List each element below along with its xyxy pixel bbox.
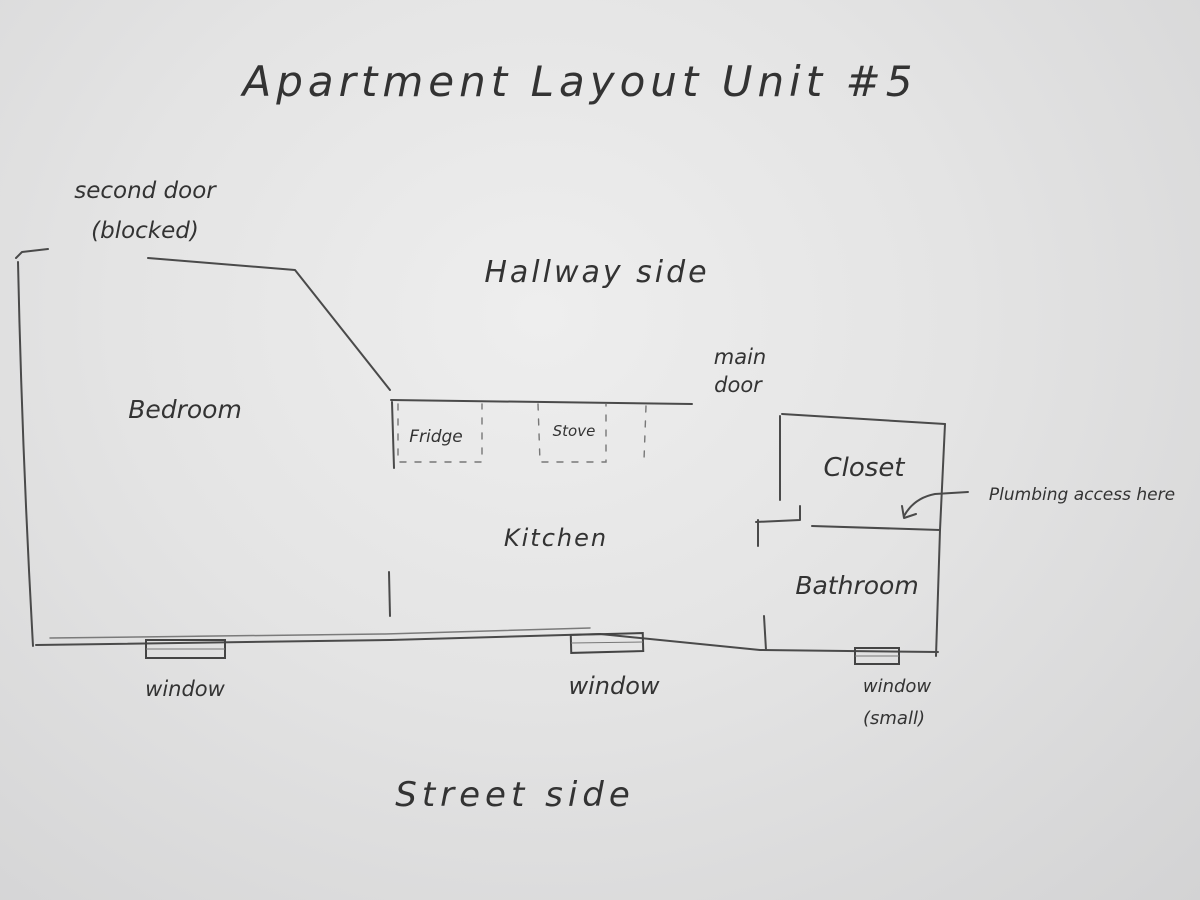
bathroom-window-size: (small) bbox=[863, 708, 925, 729]
room-kitchen: Kitchen bbox=[504, 524, 608, 552]
hallway-side-label: Hallway side bbox=[484, 255, 709, 290]
fixture-stove: Stove bbox=[553, 422, 596, 440]
room-bedroom: Bedroom bbox=[128, 395, 242, 424]
bedroom-window-label: window bbox=[145, 677, 225, 701]
plumbing-arrow-icon bbox=[901, 491, 969, 519]
bedroom-top-wall bbox=[147, 257, 391, 391]
bathroom-right-wall bbox=[935, 529, 941, 657]
closet-right-wall bbox=[939, 423, 946, 531]
fridge-outline bbox=[397, 403, 483, 463]
second-door-status: (blocked) bbox=[91, 218, 199, 244]
main-door-label: main bbox=[714, 345, 766, 369]
main-door-label-2: door bbox=[714, 373, 763, 397]
closet-top-wall bbox=[781, 413, 946, 425]
second-door-label: second door bbox=[74, 178, 217, 204]
bathroom-left-wall bbox=[763, 615, 767, 651]
page-title: Apartment Layout Unit #5 bbox=[240, 57, 918, 106]
closet-bottom-wall bbox=[811, 525, 941, 531]
bedroom-left-wall bbox=[15, 248, 49, 647]
street-side-label: Street side bbox=[395, 775, 635, 815]
kitchen-left-wall bbox=[388, 401, 395, 617]
windows bbox=[145, 632, 900, 665]
fixture-fridge: Fridge bbox=[409, 427, 463, 447]
room-closet: Closet bbox=[823, 453, 905, 483]
kitchen-top-wall bbox=[390, 399, 693, 405]
kitchen-window-label: window bbox=[568, 672, 659, 700]
stove-outline bbox=[537, 403, 607, 463]
plumbing-note: Plumbing access here bbox=[989, 485, 1175, 505]
kitchen-fixtures bbox=[397, 403, 647, 463]
room-bathroom: Bathroom bbox=[795, 571, 918, 600]
bathroom-window-label: window bbox=[863, 676, 932, 697]
